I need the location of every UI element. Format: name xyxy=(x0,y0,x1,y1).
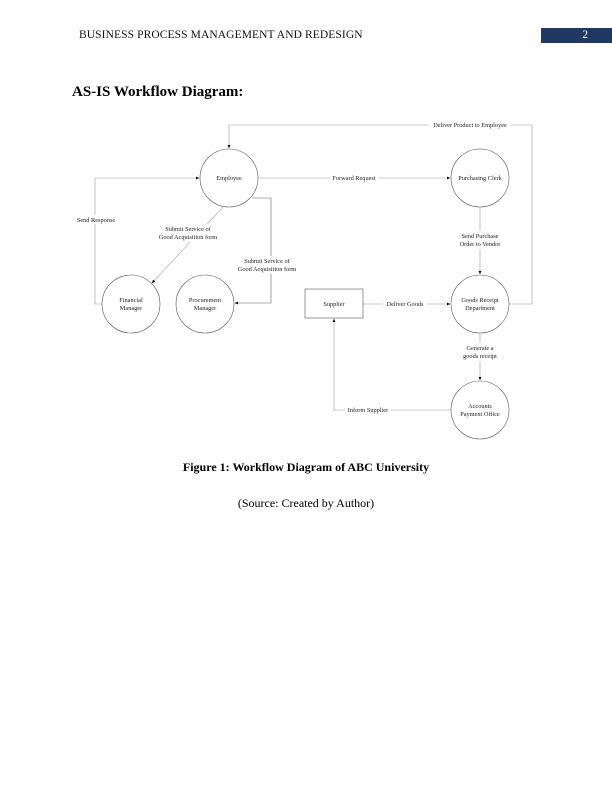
node-purchasing-clerk: Purchasing Clerk xyxy=(450,148,510,208)
node-label-purchasing-clerk: Purchasing Clerk xyxy=(458,175,502,182)
node-procurement-manager: Procurement Manager xyxy=(175,274,235,334)
node-label-supplier: Supplier xyxy=(323,301,345,308)
edge-inform-supplier: Inform Supplier xyxy=(332,318,451,414)
edge-forward-request: Forward Request xyxy=(258,173,451,182)
node-label-goods-receipt-2: Department xyxy=(465,305,495,312)
node-label-financial-manager-1: Financial xyxy=(119,297,143,304)
node-label-accounts-payment-2: Payment Office xyxy=(460,411,500,418)
figure-caption: Figure 1: Workflow Diagram of ABC Univer… xyxy=(182,460,430,474)
edge-label-deliver-goods: Deliver Goods xyxy=(387,301,424,308)
node-label-accounts-payment-1: Accounts xyxy=(468,403,492,410)
node-employee: Employee xyxy=(199,148,259,208)
node-financial-manager: Financial Manager xyxy=(101,274,161,334)
running-header-title: BUSINESS PROCESS MANAGEMENT AND REDESIGN xyxy=(79,29,363,41)
edge-label-generate-receipt-2: goods receipt xyxy=(463,353,497,360)
edge-send-response: Send Response xyxy=(74,176,200,305)
node-label-employee: Employee xyxy=(216,175,242,182)
edge-deliver-goods: Deliver Goods xyxy=(363,299,451,308)
edge-send-purchase-order: Send Purchase Order to Vendor xyxy=(454,207,506,275)
edge-label-send-response: Send Response xyxy=(77,217,116,224)
edge-label-forward-request: Forward Request xyxy=(332,175,375,182)
page-number-badge: 2 xyxy=(541,28,612,43)
edge-label-submit-procurement-1: Submit Service of xyxy=(244,258,290,265)
edge-label-submit-financial-1: Submit Service of xyxy=(165,226,211,233)
edge-submit-procurement: Submit Service of Good Acquisition form xyxy=(234,197,300,305)
node-supplier: Supplier xyxy=(304,288,364,319)
edge-label-deliver-product: Deliver Product to Employee xyxy=(433,122,507,129)
edge-label-submit-financial-2: Good Acquisition form xyxy=(159,234,218,241)
node-label-goods-receipt-1: Goods Receipt xyxy=(461,297,498,304)
node-label-financial-manager-2: Manager xyxy=(120,305,143,312)
edge-label-inform-supplier: Inform Supplier xyxy=(348,407,389,414)
edge-label-send-po-2: Order to Vendor xyxy=(460,241,502,248)
edge-submit-financial: Submit Service of Good Acquisition form xyxy=(151,206,224,284)
node-accounts-payment: Accounts Payment Office xyxy=(450,380,510,440)
edge-label-submit-procurement-2: Good Acquisition form xyxy=(238,266,297,273)
edge-label-generate-receipt-1: Generate a xyxy=(466,345,493,352)
edge-deliver-product: Deliver Product to Employee xyxy=(227,120,533,305)
figure-source: (Source: Created by Author) xyxy=(237,496,375,510)
section-heading: AS-IS Workflow Diagram: xyxy=(72,84,244,100)
node-label-procurement-manager-2: Manager xyxy=(194,305,217,312)
node-goods-receipt: Goods Receipt Department xyxy=(450,274,510,334)
node-label-procurement-manager-1: Procurement xyxy=(189,297,221,304)
edge-generate-receipt: Generate a goods receipt xyxy=(458,333,502,381)
edge-label-send-po-1: Send Purchase xyxy=(462,233,499,240)
